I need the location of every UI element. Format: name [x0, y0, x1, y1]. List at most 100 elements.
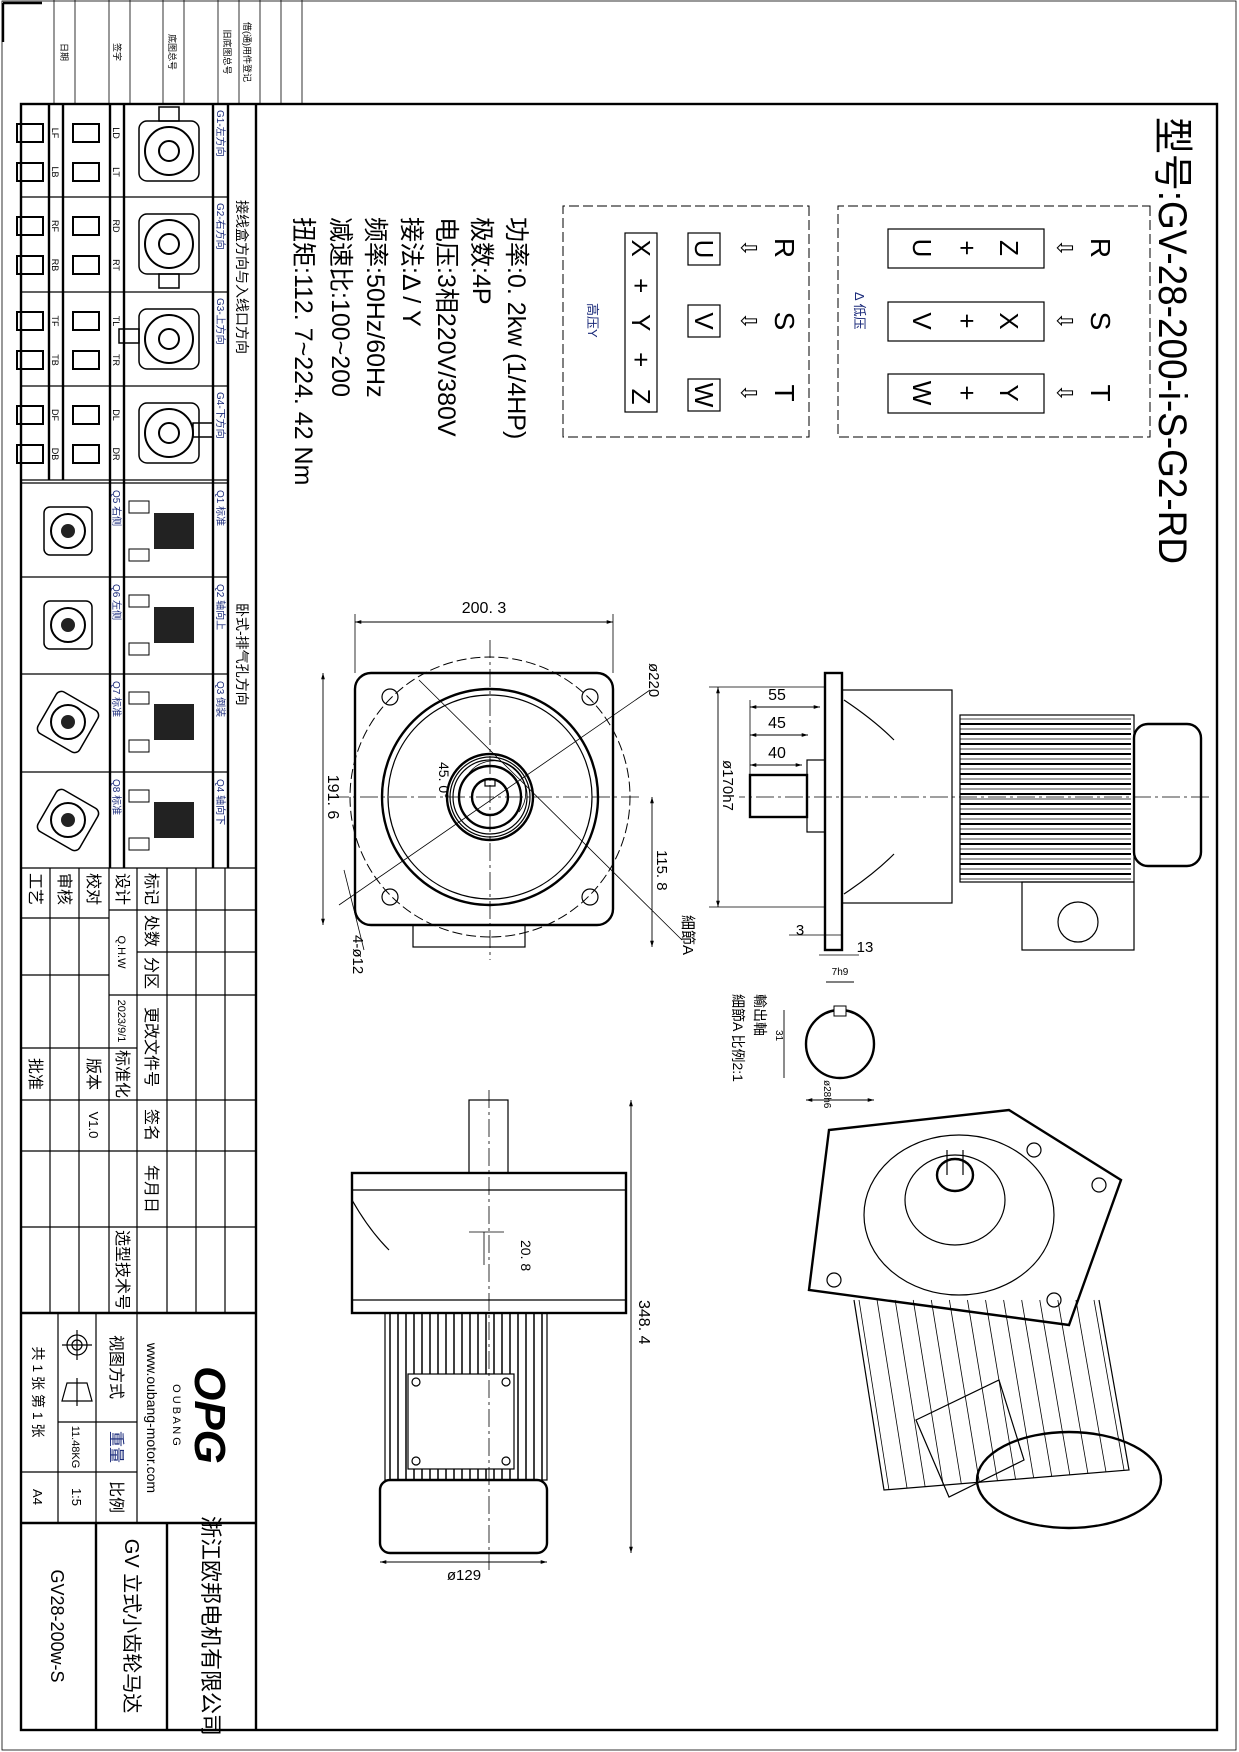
- mount-hatch-icon: [128, 500, 150, 514]
- terminal-z: Z: [994, 240, 1024, 256]
- tb-mark: 标记: [142, 873, 160, 905]
- spec-power: 功率:0. 2kw (1/4HP): [502, 217, 530, 439]
- cable-entry-icon: [72, 311, 100, 331]
- mini-flange-icon: [138, 402, 200, 464]
- dim-55: 55: [768, 687, 786, 704]
- g3-b: TR: [111, 354, 121, 366]
- fin-line: [1057, 1299, 1089, 1474]
- tb-weight-label: 重量: [107, 1431, 125, 1463]
- dim-height: 191. 6: [324, 775, 341, 820]
- mini-flange-icon: [138, 213, 200, 275]
- strip-borrow: 借(通)用件登记: [242, 22, 253, 82]
- mini-flange-icon: [138, 120, 200, 182]
- cable-entry-icon: [16, 255, 44, 275]
- dim-13: 13: [857, 939, 874, 956]
- g3-c: TF: [50, 316, 60, 327]
- cable-entry-icon: [72, 444, 100, 464]
- tb-paper: A4: [30, 1489, 45, 1505]
- dim-width: 200. 3: [462, 600, 507, 617]
- g2-c: RF: [50, 220, 60, 232]
- q4-label: Q4 轴向下: [214, 779, 227, 825]
- mini-motor-icon: [144, 219, 194, 269]
- q5-label: Q5 右侧: [110, 490, 123, 526]
- fin-line: [930, 1299, 962, 1484]
- brand-name: O U B A N G: [170, 1384, 182, 1446]
- spec-ratio: 减速比:100~200: [326, 217, 354, 397]
- side-view: ø170h7 55 45 40 3 13: [709, 671, 1209, 956]
- projection-symbol-icon: [61, 1330, 93, 1406]
- fin-line: [1003, 1299, 1035, 1478]
- g4-d: DB: [50, 448, 60, 461]
- tb-weight: 11.48KG: [69, 1426, 81, 1469]
- website: www.oubang-motor.com: [144, 1342, 160, 1493]
- g1-label: G1-左方向: [214, 110, 227, 157]
- strip-old-base-no: 旧底图总号: [222, 29, 233, 74]
- g1-b: LT: [111, 167, 121, 177]
- g3-label: G3-上方向: [214, 298, 227, 345]
- cable-entry-icon: [72, 405, 100, 425]
- g4-b: DR: [111, 448, 121, 461]
- shaft-detail: 7h9 31 ø28h6 輸出軸 細節A 比例2:1: [730, 967, 876, 1109]
- g-row-icons: [16, 106, 214, 852]
- cable-entry-icon: [16, 311, 44, 331]
- g2-b: RT: [111, 259, 121, 271]
- tb-design-date: 2023/9/1: [115, 1000, 127, 1043]
- dim-3: 3: [796, 922, 804, 939]
- detail-a-label: 細節A: [679, 915, 697, 955]
- binding-strip: 日期 签字 底图总号 旧底图总号 借(通)用件登记: [1, 0, 303, 104]
- mini-motor-icon: [144, 126, 194, 176]
- config-panel: 接线盒方向与入线口方向 卧式-排气孔方向 G1-左方向 LD LT LF LB …: [16, 104, 258, 1730]
- terminal-v: V: [689, 312, 719, 330]
- g4-a: DL: [111, 409, 121, 421]
- terminal-w: W: [907, 381, 937, 406]
- arrow-down-icon: ⇩: [736, 239, 761, 257]
- mini-motor-icon: [50, 704, 86, 740]
- fin-line: [912, 1299, 944, 1486]
- shaft-scale: 細節A 比例2:1: [730, 994, 746, 1082]
- tb-view-method: 视图方式: [107, 1335, 125, 1399]
- cable-entry-icon: [16, 162, 44, 182]
- mount-hatch-icon: [128, 642, 150, 656]
- mount-hatch-icon: [128, 691, 150, 705]
- mini-flange-icon: [138, 308, 200, 370]
- g2-d: RB: [50, 259, 60, 272]
- fin-line: [876, 1299, 908, 1489]
- fin-line: [858, 1299, 890, 1491]
- tb-process: 工艺: [26, 873, 44, 905]
- mini-flange-icon: [36, 690, 100, 754]
- wiring-high-voltage: R S T ⇩ ⇩ ⇩ U V W X + Y + Z 高压Y: [562, 205, 810, 438]
- spec-frequency: 频率:50Hz/60Hz: [361, 217, 389, 398]
- fin-line: [948, 1299, 980, 1483]
- fin-line: [1075, 1299, 1107, 1472]
- dim-angle: 45. 0°: [436, 762, 452, 799]
- phase-t: T: [1085, 384, 1116, 401]
- cable-entry-icon: [16, 405, 44, 425]
- low-voltage-label: Δ 低压: [852, 292, 867, 330]
- terminal-y: Y: [994, 384, 1024, 401]
- mini-side-motor-icon: [154, 704, 194, 740]
- mount-hatch-icon: [128, 789, 150, 803]
- dim-offset-v: 20. 8: [518, 1240, 534, 1271]
- q8-label: Q8 标准: [110, 779, 122, 815]
- q6-label: Q6 左侧: [110, 584, 123, 620]
- dim-45: 45: [768, 715, 786, 732]
- terminal-w: W: [689, 383, 719, 408]
- strip-date: 日期: [59, 43, 69, 61]
- terminal-box-icon: [158, 273, 180, 289]
- bolt-hole-icon: [381, 688, 599, 906]
- tb-review: 审核: [55, 873, 73, 905]
- cable-entry-icon: [72, 350, 100, 370]
- g4-label: G4-下方向: [214, 392, 227, 439]
- mini-shaft-icon: [158, 328, 180, 350]
- q2-label: Q2 轴向上: [214, 584, 227, 630]
- dim-spigot: ø170h7: [719, 760, 736, 811]
- tb-design: 设计: [113, 873, 131, 905]
- mini-motor-icon: [50, 607, 86, 643]
- cable-entry-icon: [72, 162, 100, 182]
- star-connection: X + Y + Z: [626, 240, 656, 405]
- tb-version-label: 版本: [84, 1058, 102, 1090]
- vertical-view: 348. 4 20. 8 ø129: [350, 1090, 652, 1584]
- dim-length: 348. 4: [635, 1300, 652, 1345]
